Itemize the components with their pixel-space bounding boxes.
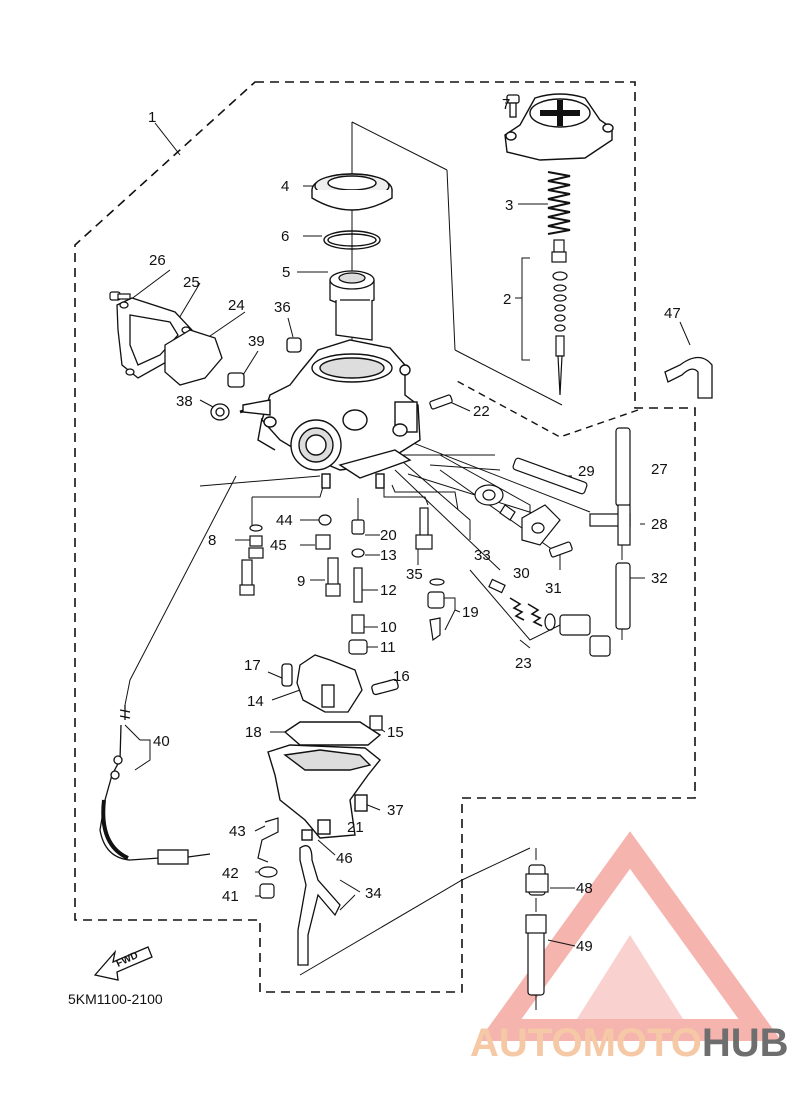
- screw-part: [109, 291, 131, 301]
- callout-48: 48: [576, 880, 593, 897]
- callout-4: 4: [281, 178, 289, 195]
- callout-44: 44: [276, 512, 293, 529]
- callout-2: 2: [503, 291, 511, 308]
- watermark-brand: AUTOMOTOHUB: [470, 1021, 789, 1065]
- callout-49: 49: [576, 938, 593, 955]
- callout-31: 31: [545, 580, 562, 597]
- starter-cable-part: [99, 705, 211, 865]
- callout-45: 45: [270, 537, 287, 554]
- callout-3: 3: [505, 197, 513, 214]
- callout-7: 7: [502, 96, 510, 113]
- callout-11: 11: [380, 639, 396, 656]
- callout-5: 5: [282, 264, 290, 281]
- diaphragm-part: [311, 173, 393, 211]
- callout-41: 41: [222, 888, 239, 905]
- callout-8: 8: [208, 532, 216, 549]
- cap-part: [474, 484, 573, 558]
- screw-part: [506, 94, 520, 118]
- assembly-outline: [74, 81, 696, 993]
- callout-labels: 1 2 3 4 5 6 7 8 9 10 11 12 13 14 15 16 1…: [148, 96, 681, 955]
- callout-18: 18: [245, 724, 262, 741]
- fwd-arrow-icon: FWD: [93, 946, 153, 981]
- callout-1: 1: [148, 109, 156, 126]
- spring-part: [547, 171, 571, 235]
- assembly-outline-inner: [454, 379, 639, 438]
- float-bowl-part: [267, 744, 381, 841]
- hose-part: [664, 356, 713, 399]
- callout-25: 25: [183, 274, 200, 291]
- callout-17: 17: [244, 657, 261, 674]
- callout-20: 20: [380, 527, 397, 544]
- callout-27: 27: [651, 461, 668, 478]
- callout-13: 13: [380, 547, 397, 564]
- float-bowl-gasket-part: [283, 721, 382, 746]
- main-jet-part: [315, 507, 433, 655]
- part-code-label: 5KM1100-2100: [68, 991, 163, 1007]
- callout-21: 21: [347, 819, 364, 836]
- starter-jet-part: [239, 524, 264, 596]
- valve-assembly-part: [427, 578, 611, 657]
- callout-43: 43: [229, 823, 246, 840]
- watermark-brand-hub: HUB: [702, 1021, 789, 1065]
- hose-joint-part: [525, 864, 549, 996]
- top-cover-part: [504, 93, 614, 161]
- watermark-logo-icon: [478, 831, 782, 1041]
- callout-26: 26: [149, 252, 166, 269]
- fitting-part: [512, 427, 631, 630]
- callout-35: 35: [406, 566, 423, 583]
- callout-30: 30: [513, 565, 530, 582]
- callout-24: 24: [228, 297, 245, 314]
- callout-28: 28: [651, 516, 668, 533]
- callout-9: 9: [297, 573, 305, 590]
- callout-38: 38: [176, 393, 193, 410]
- callout-33: 33: [474, 547, 491, 564]
- callout-12: 12: [380, 582, 397, 599]
- carburetor-body-part: [239, 339, 421, 489]
- callout-29: 29: [578, 463, 595, 480]
- callout-23: 23: [515, 655, 532, 672]
- callout-36: 36: [274, 299, 291, 316]
- callout-40: 40: [153, 733, 170, 750]
- cover-plate-part: [164, 329, 223, 386]
- callout-47: 47: [664, 305, 681, 322]
- pilot-screw-part: [429, 394, 453, 410]
- callout-15: 15: [387, 724, 404, 741]
- piston-valve-part: [329, 270, 375, 341]
- callout-10: 10: [380, 619, 397, 636]
- callout-37: 37: [387, 802, 404, 819]
- callout-34: 34: [365, 885, 382, 902]
- jet-needle-part: [551, 239, 568, 396]
- float-part: [281, 654, 399, 731]
- callout-19: 19: [462, 604, 479, 621]
- callout-16: 16: [393, 668, 410, 685]
- callout-32: 32: [651, 570, 668, 587]
- callout-22: 22: [473, 403, 490, 420]
- callout-39: 39: [248, 333, 265, 350]
- drain-screw-part: [257, 817, 279, 899]
- small-cap-part: [210, 337, 302, 421]
- o-ring-part: [323, 230, 381, 250]
- callout-46: 46: [336, 850, 353, 867]
- drain-hose-part: [297, 845, 341, 966]
- callout-6: 6: [281, 228, 289, 245]
- callout-42: 42: [222, 865, 239, 882]
- watermark-brand-auto: AUTOMOTO: [470, 1021, 702, 1065]
- callout-14: 14: [247, 693, 264, 710]
